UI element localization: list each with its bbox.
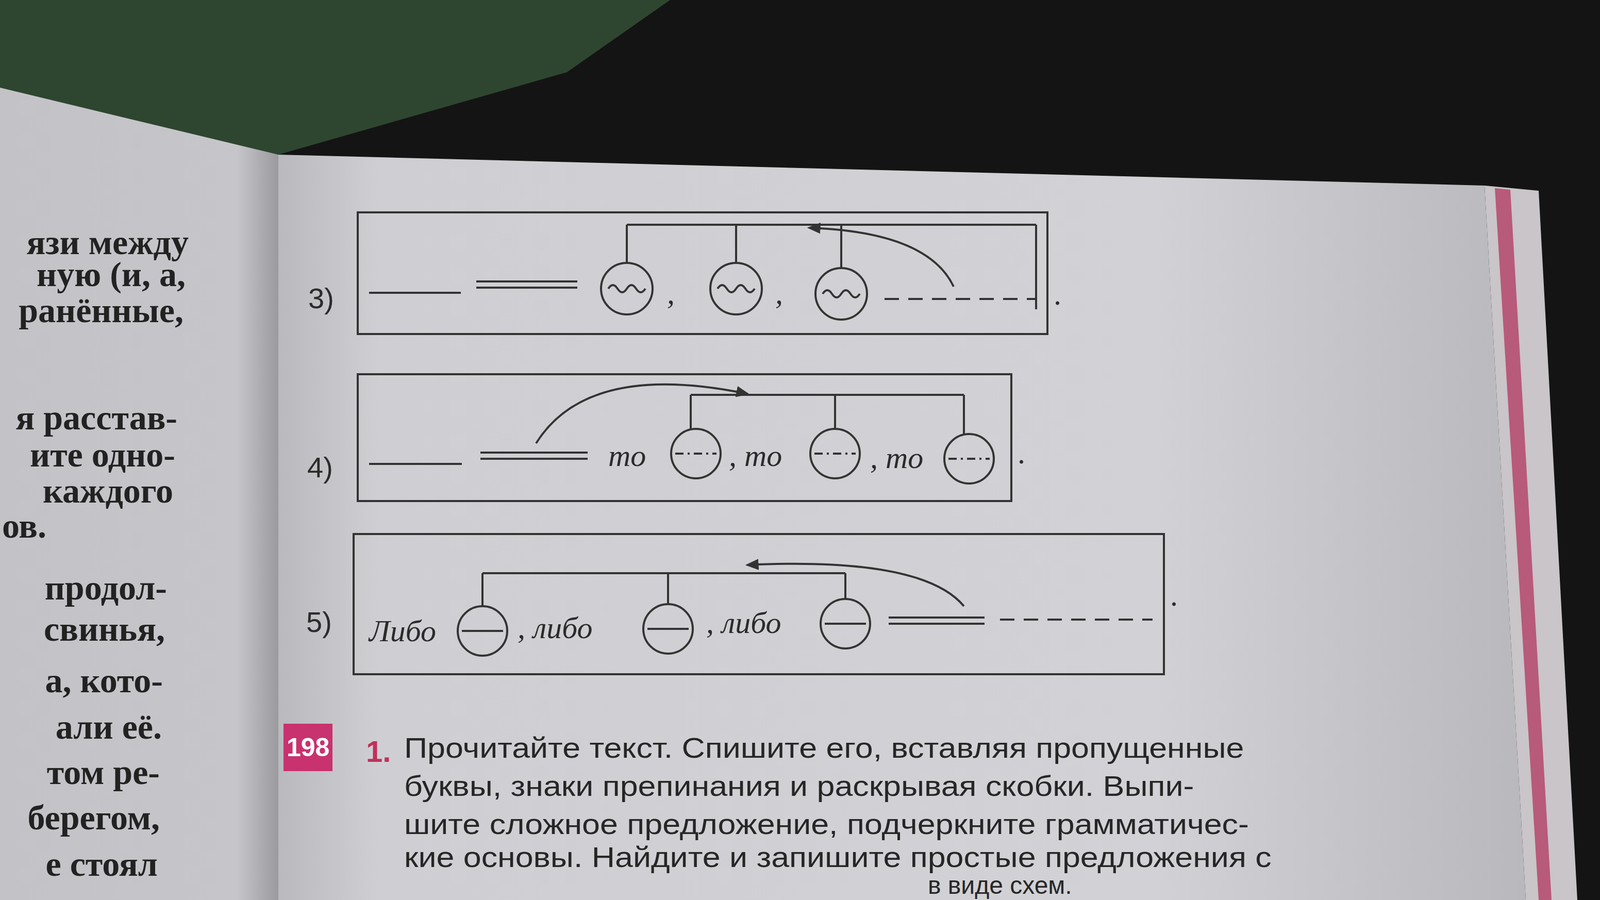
task-text: шите сложное предложение, подчеркните гр… xyxy=(404,808,1249,841)
task-text: в виде схем. xyxy=(927,872,1073,899)
page-fragment: али её. xyxy=(55,706,162,748)
scheme-5 xyxy=(457,563,1153,656)
scheme-number: 5) xyxy=(306,604,332,641)
task-text: Прочитайте текст. Спишите его, вставляя … xyxy=(404,731,1244,764)
scheme-frame: ,, xyxy=(356,211,1049,336)
exercise-number: 198 xyxy=(283,723,333,772)
page-fragment: я расстав- xyxy=(15,396,178,439)
scheme-3 xyxy=(369,224,1037,320)
task-text: кие основы. Найдите и запишите простые п… xyxy=(404,841,1272,874)
period: . xyxy=(1170,577,1178,614)
period: . xyxy=(1053,276,1062,313)
scheme-frame: Либо , либо , либо xyxy=(352,532,1165,676)
period: . xyxy=(1017,435,1026,472)
page-fragment: свинья, xyxy=(43,608,165,650)
scheme-4 xyxy=(369,384,994,484)
page-fragment: том ре- xyxy=(46,751,160,793)
task-number: 1. xyxy=(365,735,391,769)
scheme-word: , то xyxy=(870,437,924,479)
right-page xyxy=(278,154,1526,900)
scheme-word: то xyxy=(608,435,646,477)
page-fragment: ную (и, а, xyxy=(36,253,186,295)
task-text: буквы, знаки препинания и раскрывая скоб… xyxy=(404,770,1194,803)
page-fragment: е стоял xyxy=(45,843,158,885)
scheme-word: , либо xyxy=(706,602,782,644)
left-page xyxy=(0,87,279,900)
scheme-word: , то xyxy=(728,435,782,477)
page-fragment: ите одно- xyxy=(29,434,176,476)
scheme-word: , либо xyxy=(517,607,593,649)
page-fragment: а, кото- xyxy=(44,659,163,702)
page-fragment: продол- xyxy=(44,567,168,609)
scheme-frame: то , то , то xyxy=(356,373,1013,503)
scheme-word: Либо xyxy=(369,610,437,652)
scheme-number: 3) xyxy=(308,280,335,317)
scheme-number: 4) xyxy=(307,449,333,486)
page-fragment: ранённые, xyxy=(18,289,184,331)
page-fragment: каждого xyxy=(42,470,174,512)
scheme-word: , xyxy=(775,272,783,314)
page-fragment: берегом, xyxy=(27,796,161,839)
scheme-word: , xyxy=(667,272,675,314)
page-fragment: ов. xyxy=(2,505,47,547)
